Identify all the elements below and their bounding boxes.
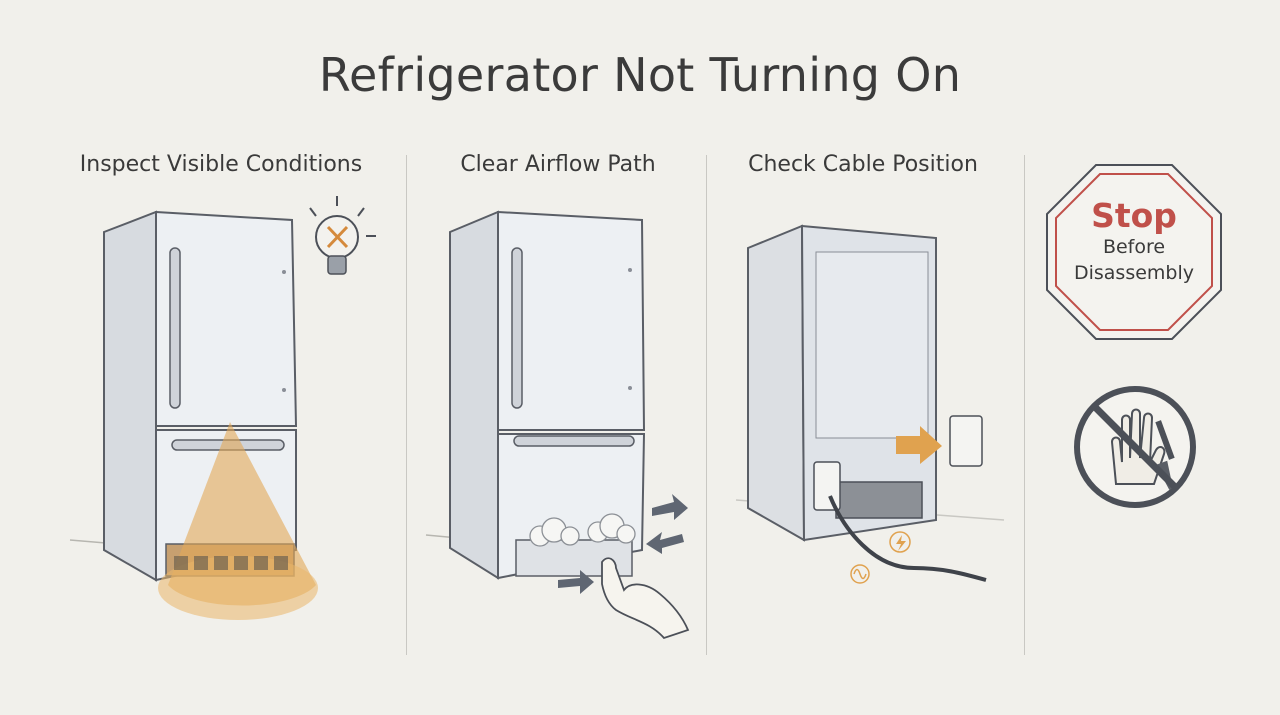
power-cable [828,495,987,582]
page-title: Refrigerator Not Turning On [318,48,962,102]
grille-slots [174,556,288,570]
stop-line-2: Disassembly [1073,262,1195,284]
hand-icon [601,557,690,640]
divider-2 [706,155,707,655]
divider-3 [1024,155,1025,655]
divider-1 [406,155,407,655]
panel-title-inspect: Inspect Visible Conditions [79,152,363,177]
stop-sign-text: Stop Before Disassembly [1044,198,1224,286]
cable-arrow-icon [896,426,942,464]
lightning-icon [889,531,911,553]
stop-label: Stop [1091,196,1177,235]
light-spot [158,556,318,620]
refrigerator-icon [449,210,646,580]
panel-title-cable: Check Cable Position [748,152,978,177]
stop-line-1: Before [1102,236,1166,258]
power-outlet-icon [949,415,983,467]
stop-sign-icon [1046,164,1222,340]
panel-airflow-illustration [425,210,690,640]
panel-cable-illustration [735,224,1005,584]
lightbulb-x-icon [309,196,376,275]
power-outlet-icon [813,461,841,511]
panel-title-airflow: Clear Airflow Path [460,152,656,177]
airflow-arrow-icon [558,494,688,594]
refrigerator-back-icon [747,224,937,542]
panel-inspect-illustration [69,196,376,620]
ac-wave-icon [850,564,870,584]
dust-puff [529,513,636,547]
no-hand-tool-icon [1074,386,1196,508]
